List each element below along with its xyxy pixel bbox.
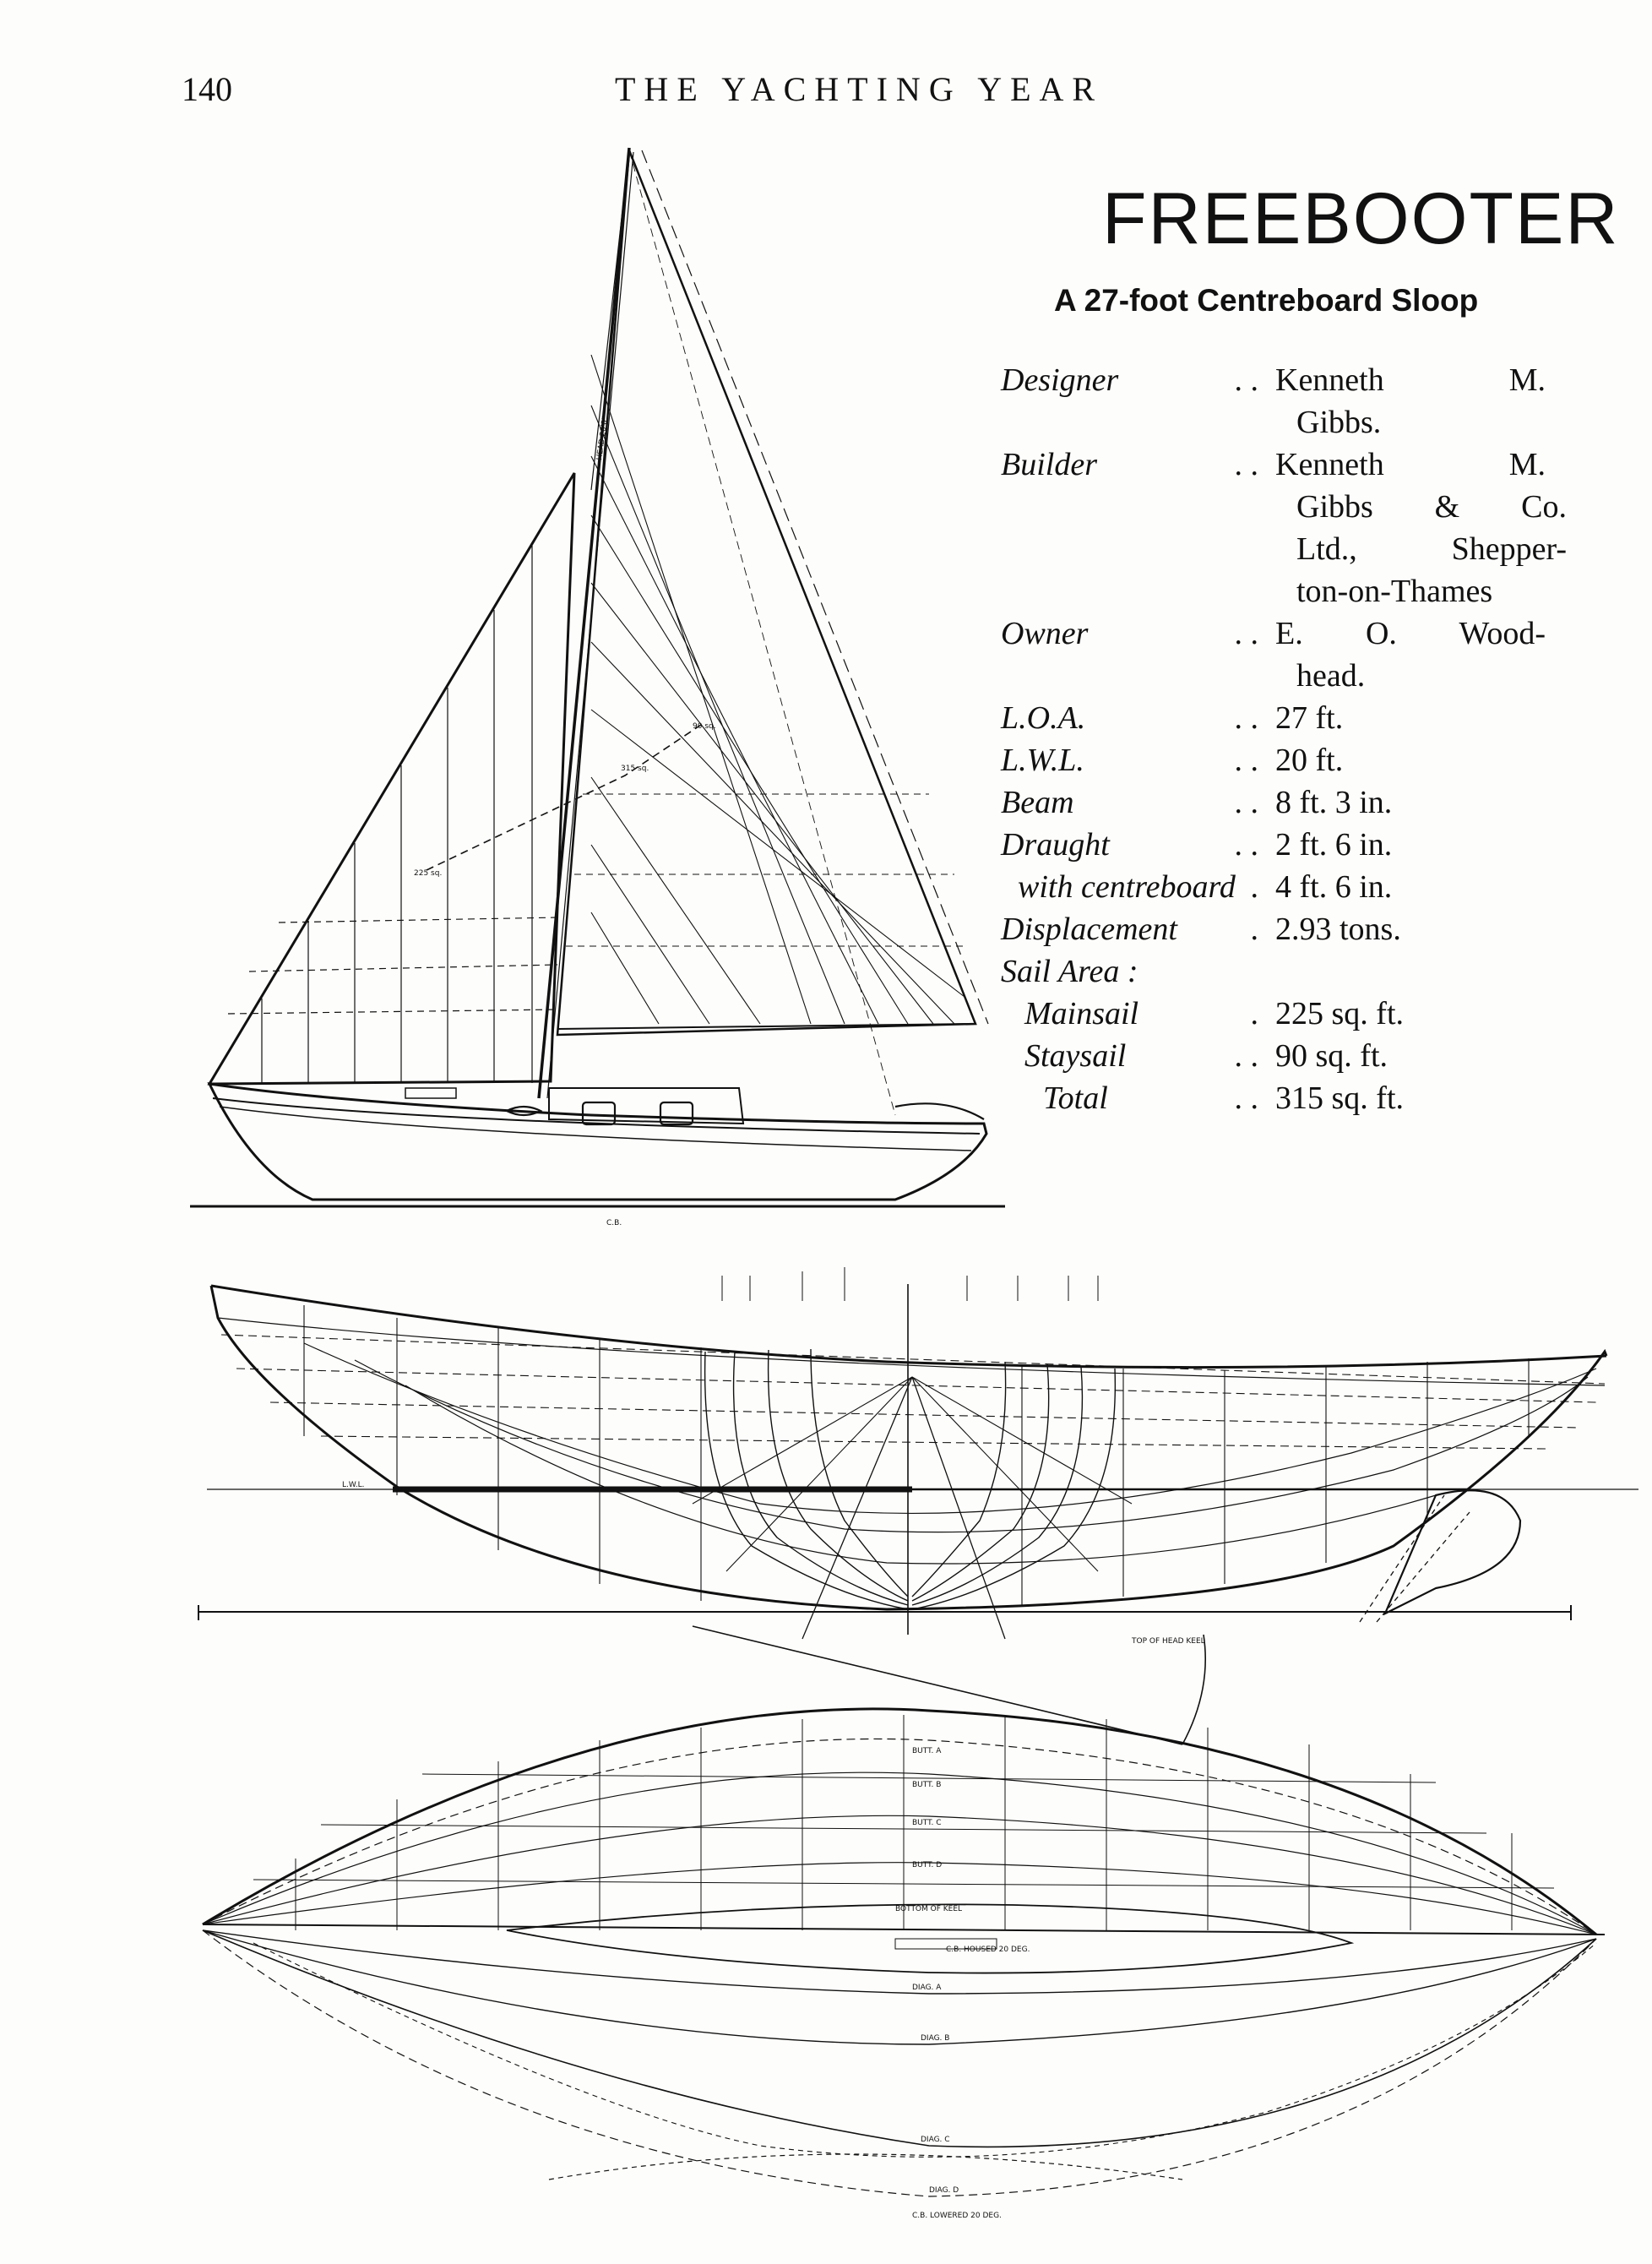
spec-label: L.O.A. . . xyxy=(1001,697,1275,739)
spec-label: Total . . xyxy=(1001,1077,1275,1119)
spec-value: 8 ft. 3 in. xyxy=(1275,785,1393,820)
sail-plan-drawing xyxy=(190,147,1005,1208)
spec-label: L.W.L. . . xyxy=(1001,739,1275,781)
page-number: 140 xyxy=(182,70,232,108)
spec-value: 2.93 tons. xyxy=(1275,912,1401,947)
spec-label-text: Owner xyxy=(1001,616,1089,651)
spec-dots: . . xyxy=(1234,1038,1259,1074)
butt-c-label: BUTT. C xyxy=(912,1819,942,1827)
spec-row: with centreboard.4 ft. 6 in. xyxy=(1001,866,1600,908)
spec-dots: . . xyxy=(1234,700,1259,736)
spec-dots: . . xyxy=(1234,362,1259,398)
spec-row: Gibbs. xyxy=(1001,401,1600,444)
spec-dots: . xyxy=(1250,996,1259,1031)
spec-row: ton-on-Thames xyxy=(1001,570,1600,612)
spec-row: Ltd., Shepper- xyxy=(1001,528,1600,570)
profile-lines-drawing xyxy=(198,1267,1638,1745)
spec-label: Mainsail. xyxy=(1001,993,1275,1035)
spec-value: Kenneth M. xyxy=(1275,447,1546,482)
spec-label-text: Staysail xyxy=(1024,1038,1127,1074)
spec-value: ton-on-Thames xyxy=(1296,574,1493,609)
spec-row: Builder . . Kenneth M. xyxy=(1001,444,1600,486)
spec-value: 4 ft. 6 in. xyxy=(1275,869,1393,905)
spec-label-text: Sail Area : xyxy=(1001,954,1138,989)
diag-c-label: DIAG. C xyxy=(921,2136,950,2144)
spec-label-text: L.W.L. xyxy=(1001,743,1084,778)
spec-label: Builder . . xyxy=(1001,444,1275,486)
spec-value: 225 sq. ft. xyxy=(1275,996,1404,1031)
diag-b-label: DIAG. B xyxy=(921,2034,949,2043)
cb-mark-label: C.B. xyxy=(606,1219,622,1227)
spec-label-text: Beam xyxy=(1001,785,1074,820)
spec-label-text: with centreboard xyxy=(1018,869,1236,905)
diag-d-label: DIAG. D xyxy=(929,2186,959,2195)
spec-label-text: Designer xyxy=(1001,362,1119,398)
spec-row: Staysail . . 90 sq. ft. xyxy=(1001,1035,1600,1077)
spec-row: Draught . . 2 ft. 6 in. xyxy=(1001,824,1600,866)
diag-a-label: DIAG. A xyxy=(912,1984,942,1992)
spec-value: 27 ft. xyxy=(1275,700,1344,736)
spec-row: Beam . . 8 ft. 3 in. xyxy=(1001,781,1600,824)
spec-value: E. O. Wood- xyxy=(1275,616,1546,651)
ce-main-label: 225 sq. xyxy=(414,869,442,878)
spec-dots: . . xyxy=(1234,447,1259,482)
spec-label-text: Builder xyxy=(1001,447,1097,482)
lwl-label: L.W.L. xyxy=(342,1481,364,1489)
spec-label: Sail Area : xyxy=(1001,950,1275,993)
spec-label-text: Total xyxy=(1043,1080,1108,1116)
spec-label: Owner . . xyxy=(1001,612,1275,655)
butt-b-label: BUTT. B xyxy=(912,1781,941,1789)
spec-value: 2 ft. 6 in. xyxy=(1275,827,1393,863)
ce-total-label: 315 sq. xyxy=(621,765,649,773)
spec-label: Staysail . . xyxy=(1001,1035,1275,1077)
butt-d-label: BUTT. D xyxy=(912,1861,942,1869)
spec-value: 90 sq. ft. xyxy=(1275,1038,1388,1074)
spec-dots: . . xyxy=(1234,743,1259,778)
spec-dots: . xyxy=(1250,912,1259,947)
spec-row: Sail Area : xyxy=(1001,950,1600,993)
spec-dots: . . xyxy=(1234,1080,1259,1116)
spec-dots: . . xyxy=(1234,785,1259,820)
spec-dots: . . xyxy=(1234,616,1259,651)
spec-label-text: Mainsail xyxy=(1024,996,1139,1031)
spec-row: Owner . . E. O. Wood- xyxy=(1001,612,1600,655)
spec-row: Designer . . Kenneth M. xyxy=(1001,359,1600,401)
spec-row: Total . . 315 sq. ft. xyxy=(1001,1077,1600,1119)
spec-label-text: Displacement xyxy=(1001,912,1177,947)
half-breadth-plan-drawing xyxy=(202,1707,1606,2197)
spec-row: head. xyxy=(1001,655,1600,697)
spec-value: 315 sq. ft. xyxy=(1275,1080,1404,1116)
spec-row: L.O.A. . . 27 ft. xyxy=(1001,697,1600,739)
article-title: FREEBOOTER xyxy=(1102,178,1620,259)
butt-a-label: BUTT. A xyxy=(912,1747,942,1755)
spec-label: Designer . . xyxy=(1001,359,1275,401)
spec-label-text: Draught xyxy=(1001,827,1110,863)
bottom-keel-label: BOTTOM OF KEEL xyxy=(895,1905,962,1913)
running-header: THE YACHTING YEAR xyxy=(615,70,1104,108)
specifications-table: Designer. .Kenneth M.Gibbs.Builder. .Ken… xyxy=(1001,359,1600,1119)
spec-row: Mainsail.225 sq. ft. xyxy=(1001,993,1600,1035)
spec-label: Draught . . xyxy=(1001,824,1275,866)
spec-row: Displacement.2.93 tons. xyxy=(1001,908,1600,950)
spec-row: L.W.L. . . 20 ft. xyxy=(1001,739,1600,781)
spec-label: with centreboard. xyxy=(1001,866,1275,908)
article-subtitle: A 27-foot Centreboard Sloop xyxy=(1054,283,1479,318)
cb-lowered-label: C.B. LOWERED 20 DEG. xyxy=(912,2212,1002,2220)
spec-value: Gibbs. xyxy=(1296,405,1382,440)
spec-label: Displacement. xyxy=(1001,908,1275,950)
spec-dots: . xyxy=(1250,869,1259,905)
ce-jib-label: 90 sq. xyxy=(693,722,716,731)
spec-value: Ltd., Shepper- xyxy=(1296,531,1567,567)
spec-value: head. xyxy=(1296,658,1366,694)
spec-value: Gibbs & Co. xyxy=(1296,489,1567,525)
spec-dots: . . xyxy=(1234,827,1259,863)
spec-value: 20 ft. xyxy=(1275,743,1344,778)
spec-label-text: L.O.A. xyxy=(1001,700,1086,736)
spec-value: Kenneth M. xyxy=(1275,362,1546,398)
cb-housed-label: C.B. HOUSED 20 DEG. xyxy=(946,1946,1030,1954)
top-keel-label: TOP OF HEAD KEEL xyxy=(1131,1637,1205,1646)
spec-label: Beam . . xyxy=(1001,781,1275,824)
spec-row: Gibbs & Co. xyxy=(1001,486,1600,528)
